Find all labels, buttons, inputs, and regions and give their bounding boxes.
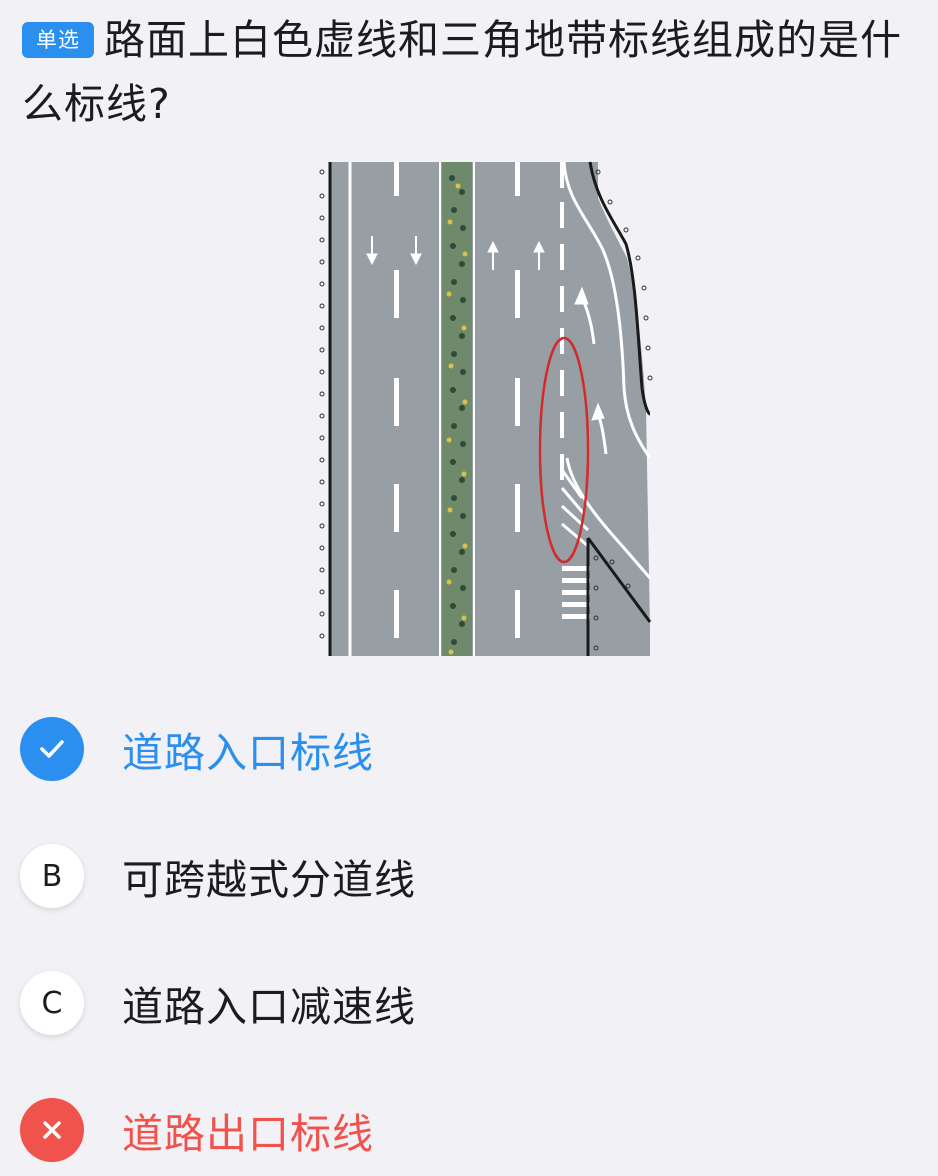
cross-icon xyxy=(20,1098,84,1162)
question-text-block: 单选路面上白色虚线和三角地带标线组成的是什么标线? xyxy=(22,8,922,136)
option-a[interactable]: 道路入口标线 xyxy=(20,716,900,782)
question-title: 路面上白色虚线和三角地带标线组成的是什么标线? xyxy=(22,16,902,128)
option-b-text: 可跨越式分道线 xyxy=(122,856,416,904)
option-a-text: 道路入口标线 xyxy=(122,729,374,777)
option-c-text: 道路入口减速线 xyxy=(122,983,416,1031)
option-c[interactable]: C 道路入口减速线 xyxy=(20,970,900,1036)
road-marking-diagram xyxy=(312,158,658,660)
option-b-letter: B xyxy=(20,844,84,908)
check-icon xyxy=(20,717,84,781)
question-type-tag: 单选 xyxy=(22,22,94,58)
option-b[interactable]: B 可跨越式分道线 xyxy=(20,843,900,909)
option-d-text: 道路出口标线 xyxy=(122,1110,374,1158)
option-c-letter: C xyxy=(20,971,84,1035)
option-d[interactable]: 道路出口标线 xyxy=(20,1097,900,1163)
